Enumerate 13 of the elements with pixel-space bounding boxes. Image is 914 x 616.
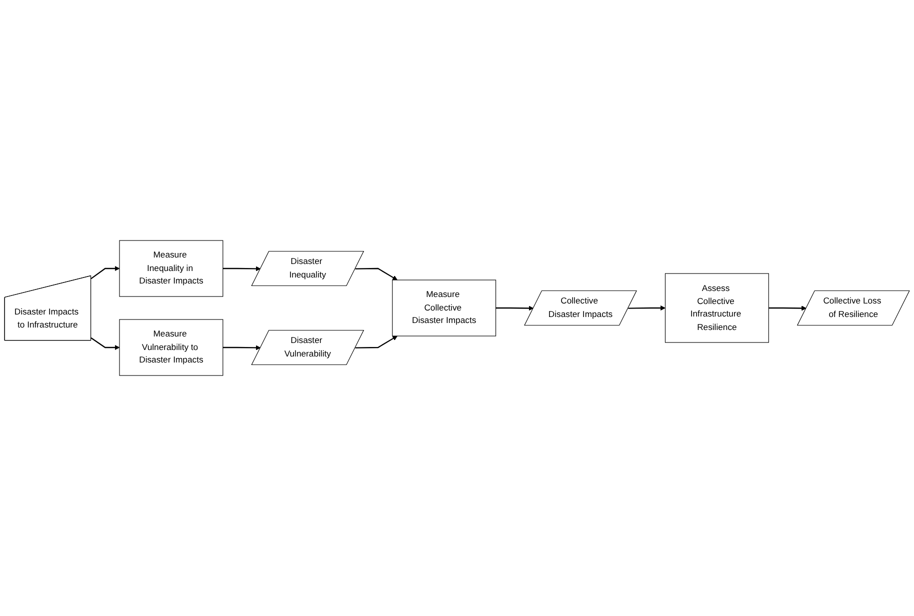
arrow <box>222 266 261 272</box>
arrow <box>768 306 807 311</box>
node-box <box>664 273 769 343</box>
arrow <box>222 345 261 350</box>
arrow <box>355 268 398 280</box>
arrow <box>90 337 120 350</box>
node-box <box>392 280 496 336</box>
arrow <box>496 306 534 311</box>
node-box <box>119 319 224 376</box>
node-box <box>119 240 224 297</box>
arrow <box>90 266 120 280</box>
arrow <box>628 305 666 311</box>
arrow <box>355 336 398 348</box>
